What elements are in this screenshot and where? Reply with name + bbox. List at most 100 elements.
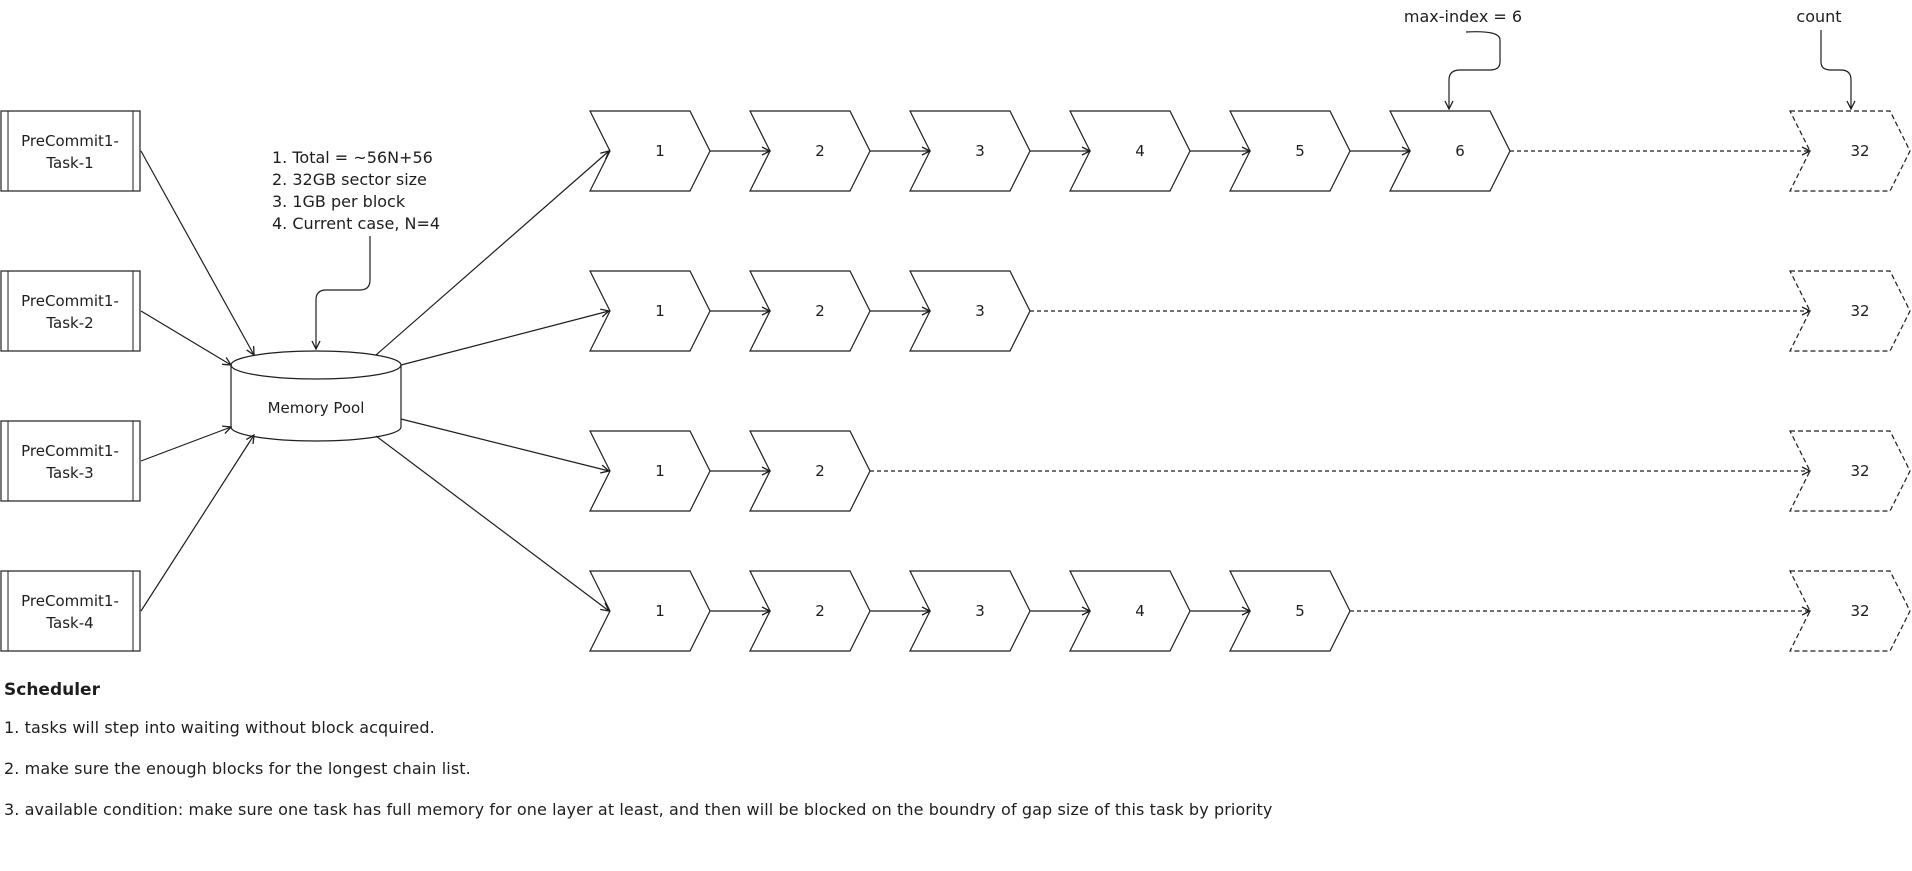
chain-block: 3 [909, 570, 1031, 652]
chain-block: 4 [1069, 570, 1191, 652]
chevron-dashed-shape [1789, 570, 1911, 652]
chain-block: 2 [749, 570, 871, 652]
arrow-pool-chain1 [375, 151, 609, 356]
scheduler-title: Scheduler [4, 680, 100, 700]
chain-last-block-label: 32 [1850, 142, 1869, 160]
task-label-4-line2: Task-4 [45, 614, 93, 632]
chevron-shape [1069, 110, 1191, 192]
chain-block-label: 3 [975, 142, 985, 160]
chain-block: 3 [909, 270, 1031, 352]
chain-block: 1 [589, 570, 711, 652]
chain-row-2: 1 2 3 32 [589, 270, 1911, 352]
note-line-1: 1. Total = ~56N+56 [272, 148, 433, 167]
chain-block-label: 4 [1135, 602, 1145, 620]
arrow-task1-pool [140, 150, 254, 355]
chain-block: 2 [749, 430, 871, 512]
chevron-shape [749, 570, 871, 652]
task-label-3-line2: Task-3 [45, 464, 93, 482]
chain-row-3: 1 2 32 [589, 430, 1911, 512]
task-label-2-line1: PreCommit1- [21, 292, 119, 310]
annotation-count: count [1796, 7, 1851, 109]
chain-last-block: 32 [1789, 270, 1911, 352]
chain-last-block-label: 32 [1850, 602, 1869, 620]
task-label-3-line1: PreCommit1- [21, 442, 119, 460]
scheduler-section: Scheduler 1. tasks will step into waitin… [4, 680, 1404, 841]
scheduler-rule-1: 1. tasks will step into waiting without … [4, 718, 435, 737]
chain-block: 5 [1229, 110, 1351, 192]
task-label-4-line1: PreCommit1- [21, 592, 119, 610]
chevron-shape [589, 270, 711, 352]
chevron-shape [1229, 570, 1351, 652]
block-chains: 1 2 3 4 5 6 32 1 2 3 32 1 2 32 1 2 3 4 5 32 [589, 110, 1911, 652]
memory-pool-label: Memory Pool [268, 399, 365, 417]
chain-block-label: 1 [655, 142, 665, 160]
task-box-3: PreCommit1- Task-3 [0, 420, 141, 502]
task-label-1-line2: Task-1 [45, 154, 93, 172]
chain-block-label: 2 [815, 462, 825, 480]
chain-block: 4 [1069, 110, 1191, 192]
task-box-4: PreCommit1- Task-4 [0, 570, 141, 652]
chain-block-label: 2 [815, 142, 825, 160]
note-line-3: 3. 1GB per block [272, 192, 406, 211]
chain-block-label: 2 [815, 602, 825, 620]
count-label: count [1796, 7, 1841, 26]
arrow-task4-pool [140, 435, 254, 612]
chevron-shape [749, 270, 871, 352]
note-connector [316, 236, 371, 349]
chain-block: 1 [589, 430, 711, 512]
chain-block-label: 5 [1295, 602, 1305, 620]
pool-to-chain-arrows [375, 151, 609, 611]
chevron-dashed-shape [1789, 270, 1911, 352]
task-box-1: PreCommit1- Task-1 [0, 110, 141, 192]
max-index-label: max-index = 6 [1404, 7, 1522, 26]
chevron-shape [1069, 570, 1191, 652]
chain-block: 2 [749, 270, 871, 352]
chain-block: 2 [749, 110, 871, 192]
chain-block-label: 3 [975, 602, 985, 620]
chevron-shape [749, 430, 871, 512]
chain-block-label: 3 [975, 302, 985, 320]
chain-block-label: 1 [655, 462, 665, 480]
chevron-shape [589, 110, 711, 192]
chevron-dashed-shape [1789, 430, 1911, 512]
task-label-1-line1: PreCommit1- [21, 132, 119, 150]
arrow-task3-pool [140, 427, 231, 462]
chain-block: 1 [589, 270, 711, 352]
scheduler-rule-2: 2. make sure the enough blocks for the l… [4, 759, 471, 778]
chain-last-block: 32 [1789, 430, 1911, 512]
chain-block: 1 [589, 110, 711, 192]
notes-block: 1. Total = ~56N+56 2. 32GB sector size 3… [272, 148, 440, 349]
annotation-max-index: max-index = 6 [1404, 7, 1522, 109]
chain-block-label: 1 [655, 602, 665, 620]
chevron-shape [1389, 110, 1511, 192]
chain-block-label: 6 [1455, 142, 1465, 160]
arrow-pool-chain3 [400, 418, 609, 471]
chain-row-1: 1 2 3 4 5 6 32 [589, 110, 1911, 192]
chain-block-label: 5 [1295, 142, 1305, 160]
memory-pool-cylinder: Memory Pool [230, 350, 402, 442]
chain-last-block-label: 32 [1850, 462, 1869, 480]
chain-block-label: 2 [815, 302, 825, 320]
note-line-4: 4. Current case, N=4 [272, 214, 440, 233]
task-box-2: PreCommit1- Task-2 [0, 270, 141, 352]
chain-block-label: 4 [1135, 142, 1145, 160]
scheduler-rule-3: 3. available condition: make sure one ta… [4, 800, 1273, 819]
chevron-shape [589, 430, 711, 512]
chevron-shape [909, 270, 1031, 352]
chevron-shape [909, 110, 1031, 192]
chain-last-block: 32 [1789, 570, 1911, 652]
arrow-task2-pool [140, 310, 231, 365]
max-index-connector [1449, 31, 1501, 109]
chevron-shape [589, 570, 711, 652]
chevron-shape [1229, 110, 1351, 192]
chain-block: 5 [1229, 570, 1351, 652]
task-label-2-line2: Task-2 [45, 314, 93, 332]
chain-last-block-label: 32 [1850, 302, 1869, 320]
chain-block: 3 [909, 110, 1031, 192]
chain-row-4: 1 2 3 4 5 32 [589, 570, 1911, 652]
arrow-pool-chain4 [375, 435, 609, 611]
arrow-pool-chain2 [400, 311, 609, 366]
chevron-shape [749, 110, 871, 192]
chain-block-label: 1 [655, 302, 665, 320]
